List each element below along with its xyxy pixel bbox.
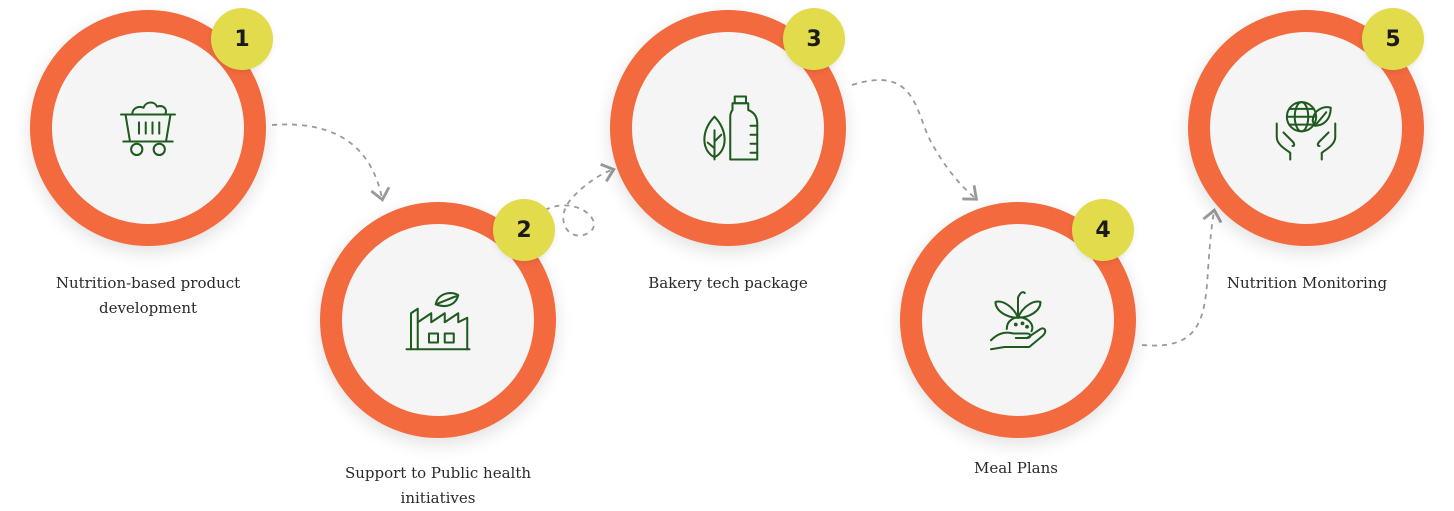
- step-3-label: Bakery tech package: [648, 274, 808, 292]
- step-5-badge: 5: [1362, 8, 1424, 70]
- step-1-label: Nutrition-based product development: [55, 274, 241, 317]
- mining-cart-icon: [119, 101, 177, 157]
- leaf-bottle-icon: [703, 95, 759, 161]
- step-5-inner: [1210, 32, 1402, 224]
- step-4-badge: 4: [1072, 199, 1134, 261]
- step-5-label: Nutrition Monitoring: [1226, 274, 1388, 292]
- step-2-label: Support to Public health initiatives: [344, 464, 532, 507]
- step-2-badge: 2: [493, 199, 555, 261]
- step-2-inner: [342, 224, 534, 416]
- connector-1-to-2: [271, 123, 391, 202]
- connector-2-to-3: [544, 162, 616, 237]
- hand-sprout-icon: [989, 291, 1047, 351]
- eco-factory-icon: [405, 292, 471, 351]
- step-3-inner: [632, 32, 824, 224]
- step-4-inner: [922, 224, 1114, 416]
- step-1-inner: [52, 32, 244, 224]
- step-2-circle: [320, 202, 556, 438]
- step-3-badge: 3: [783, 8, 845, 70]
- step-1-badge: 1: [211, 8, 273, 70]
- connector-3-to-4: [851, 79, 979, 201]
- hands-globe-icon: [1275, 101, 1337, 161]
- step-4-label: Meal Plans: [974, 459, 1058, 477]
